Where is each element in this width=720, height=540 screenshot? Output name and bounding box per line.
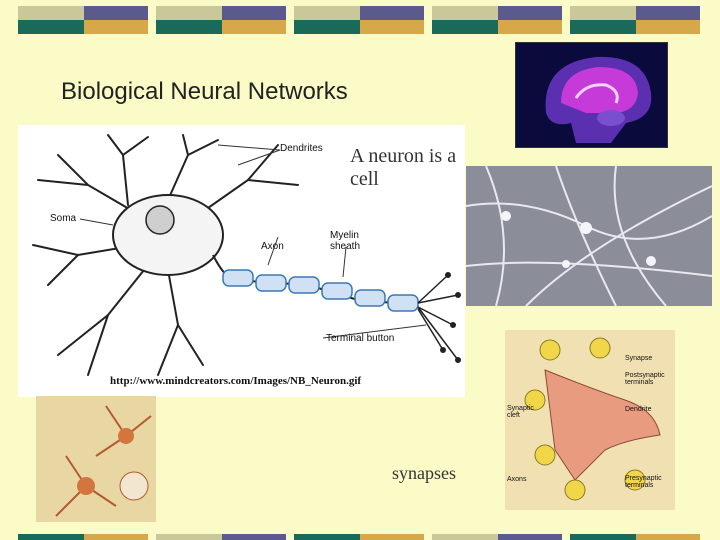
neuron-illustration-image [36,396,156,522]
band-tile [156,534,286,540]
soma-label: Soma [50,213,76,224]
postsynaptic-terminals-label: Postsynaptic terminals [625,372,673,386]
image-credit-url: http://www.mindcreators.com/Images/NB_Ne… [110,375,361,387]
band-tile [570,6,700,34]
synapse-diagram: Synapse Postsynaptic terminals Synaptic … [505,330,675,510]
axon-label: Axon [261,241,284,252]
dendrite-label: Dendrite [625,406,651,413]
terminal-button-label: Terminal button [326,333,394,344]
dendrites-label: Dendrites [280,143,323,154]
brain-mri-image [515,42,668,148]
band-tile [156,6,286,34]
bottom-decorative-band [0,532,720,540]
myelin-sheath-label: Myelin sheath [330,230,375,252]
synapse-label: Synapse [625,355,652,362]
top-decorative-band [0,0,720,34]
band-tile [294,6,424,34]
presynaptic-terminals-label: Presynaptic terminals [625,475,673,489]
band-tile [570,534,700,540]
band-tile [18,534,148,540]
slide-title: Biological Neural Networks [61,78,348,106]
band-tile [294,534,424,540]
band-tile [432,6,562,34]
synapses-caption: synapses [392,463,456,484]
band-tile [18,6,148,34]
neuron-caption: A neuron is a cell [350,145,460,190]
band-tile [432,534,562,540]
axons-label: Axons [507,476,526,483]
neuron-mesh-image [466,166,712,306]
synaptic-cleft-label: Synaptic cleft [507,405,539,419]
